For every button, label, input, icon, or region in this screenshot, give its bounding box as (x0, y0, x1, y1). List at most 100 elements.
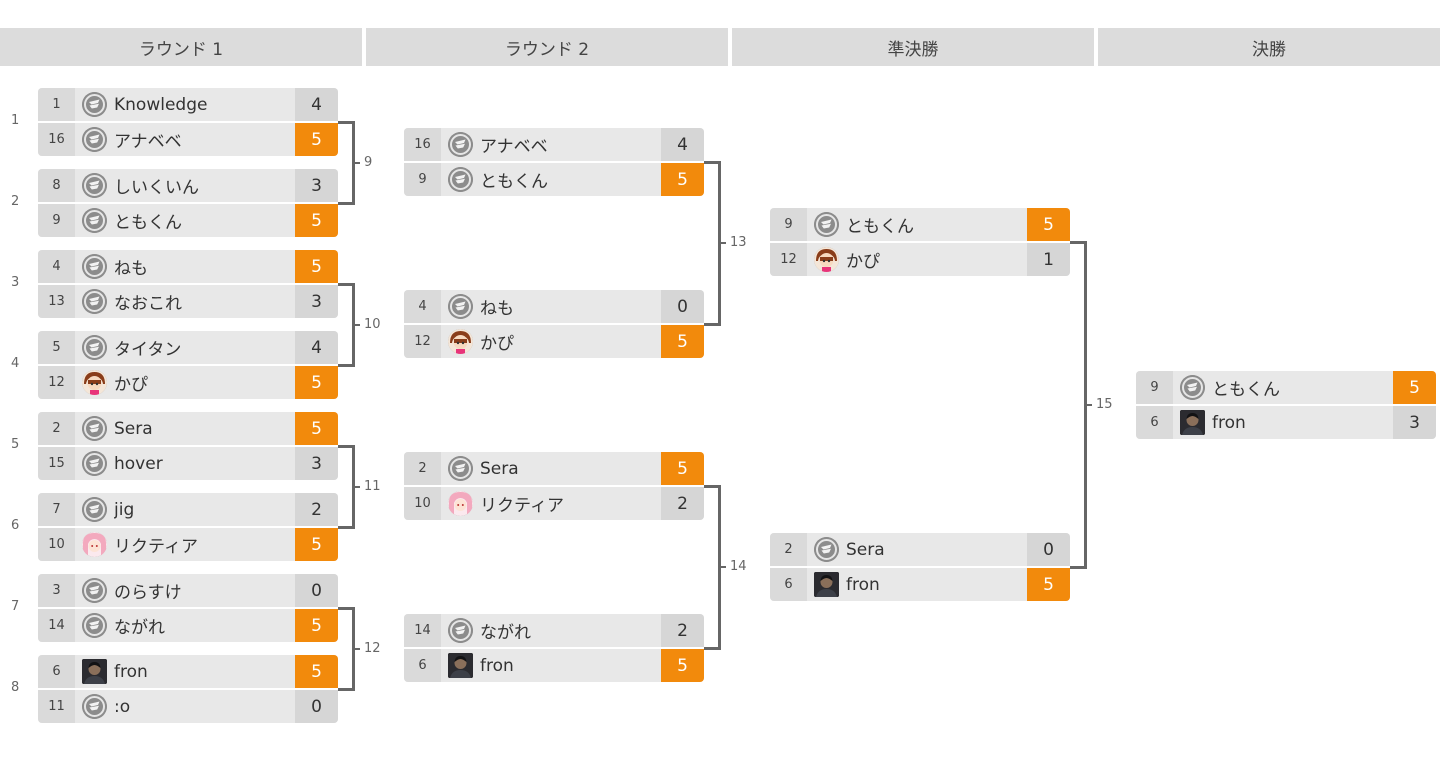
player-score: 3 (1393, 406, 1436, 439)
player-name: fron (114, 661, 148, 682)
player-avatar-icon (448, 132, 473, 157)
player-name: ながれ (114, 618, 165, 638)
seed-number: 16 (38, 123, 75, 156)
seed-number: 13 (38, 285, 75, 318)
bracket-connector-line (1070, 566, 1086, 569)
player-avatar-icon (814, 572, 839, 597)
player-avatar-icon (82, 335, 107, 360)
seed-number: 2 (404, 452, 441, 485)
seed-number: 12 (404, 325, 441, 358)
seed-number: 11 (38, 690, 75, 723)
player-avatar-icon (82, 497, 107, 522)
player-score: 2 (661, 614, 704, 647)
player-name: hover (114, 453, 163, 474)
player-name: ともくん (1212, 380, 1280, 400)
match-number: 15 (1096, 397, 1113, 412)
player-name: fron (846, 574, 880, 595)
seed-number: 4 (38, 250, 75, 283)
match-number: 13 (730, 235, 747, 250)
player-avatar-icon (814, 537, 839, 562)
player-score: 0 (661, 290, 704, 323)
player-avatar-icon (82, 254, 107, 279)
player-score: 4 (295, 88, 338, 121)
winner-score: 5 (661, 325, 704, 358)
player-name: Sera (114, 418, 153, 439)
player-avatar-icon (82, 532, 107, 557)
seed-number: 6 (1136, 406, 1173, 439)
player-name: ともくん (846, 217, 914, 237)
player-avatar-icon (448, 618, 473, 643)
player-name: タイタン (114, 340, 182, 360)
bracket-connector-line (338, 526, 354, 529)
player-avatar-icon (82, 451, 107, 476)
seed-number: 6 (404, 649, 441, 682)
player-avatar-icon (82, 92, 107, 117)
player-avatar-icon (814, 247, 839, 272)
player-avatar-icon (448, 167, 473, 192)
seed-number: 9 (1136, 371, 1173, 404)
round-header-1: ラウンド 1 (0, 28, 362, 66)
player-score: 4 (295, 331, 338, 364)
winner-score: 5 (295, 609, 338, 642)
player-name: なおこれ (114, 294, 182, 314)
player-name: のらすけ (114, 583, 182, 603)
player-name: リクティア (114, 537, 198, 557)
winner-score: 5 (295, 366, 338, 399)
player-score: 1 (1027, 243, 1070, 276)
bracket-connector-line (352, 324, 360, 326)
player-name: かぴ (846, 252, 880, 272)
player-avatar-icon (814, 212, 839, 237)
player-avatar-icon (82, 416, 107, 441)
player-avatar-icon (1180, 410, 1205, 435)
bracket-connector-line (1084, 404, 1092, 406)
bracket-connector-line (718, 242, 726, 244)
bracket-connector-line (338, 283, 354, 286)
seed-number: 8 (38, 169, 75, 202)
bracket-connector-line (338, 445, 354, 448)
player-name: Sera (480, 458, 519, 479)
bracket-position-label: 2 (11, 194, 20, 209)
bracket-connector-line (338, 688, 354, 691)
player-name: アナベベ (114, 132, 182, 152)
player-name: fron (480, 655, 514, 676)
player-score: 0 (295, 690, 338, 723)
seed-number: 1 (38, 88, 75, 121)
match-number: 12 (364, 641, 381, 656)
bracket-connector-line (338, 121, 354, 124)
player-avatar-icon (82, 127, 107, 152)
